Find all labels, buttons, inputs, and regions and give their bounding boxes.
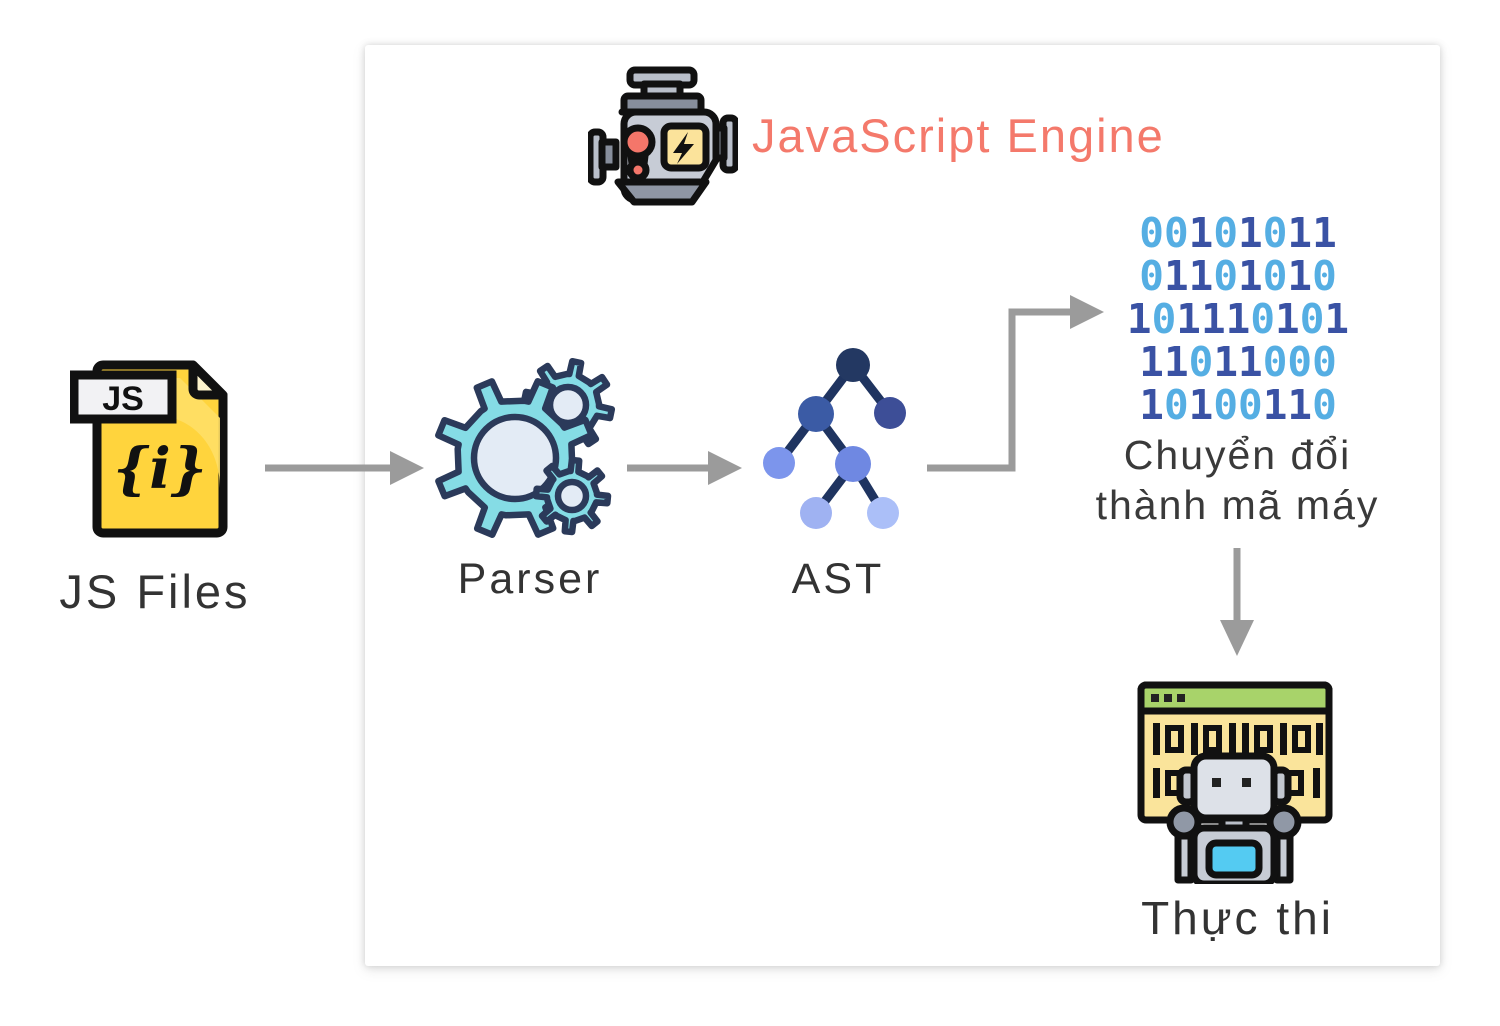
js-badge-text: JS	[102, 380, 144, 418]
code-bars-row1	[1153, 723, 1323, 755]
js-files-label: JS Files	[59, 565, 251, 618]
execution-label: Thực thi	[1141, 892, 1334, 944]
robot-browser-icon	[1137, 681, 1333, 884]
ast-tree-icon	[763, 348, 906, 529]
ast-label: AST	[791, 555, 885, 603]
engine-icon	[588, 66, 738, 206]
parser-label: Parser	[457, 555, 603, 603]
js-file-symbol: {i}	[113, 436, 206, 502]
gears-icon	[435, 357, 616, 538]
machine-code-caption: Chuyển đổi thành mã máy	[1075, 430, 1400, 530]
page-title: JavaScript Engine	[752, 109, 1165, 162]
machine-code-caption-line2: thành mã máy	[1095, 482, 1380, 528]
js-file-icon: JS {i}	[70, 360, 228, 538]
machine-code-caption-line1: Chuyển đổi	[1123, 432, 1352, 478]
